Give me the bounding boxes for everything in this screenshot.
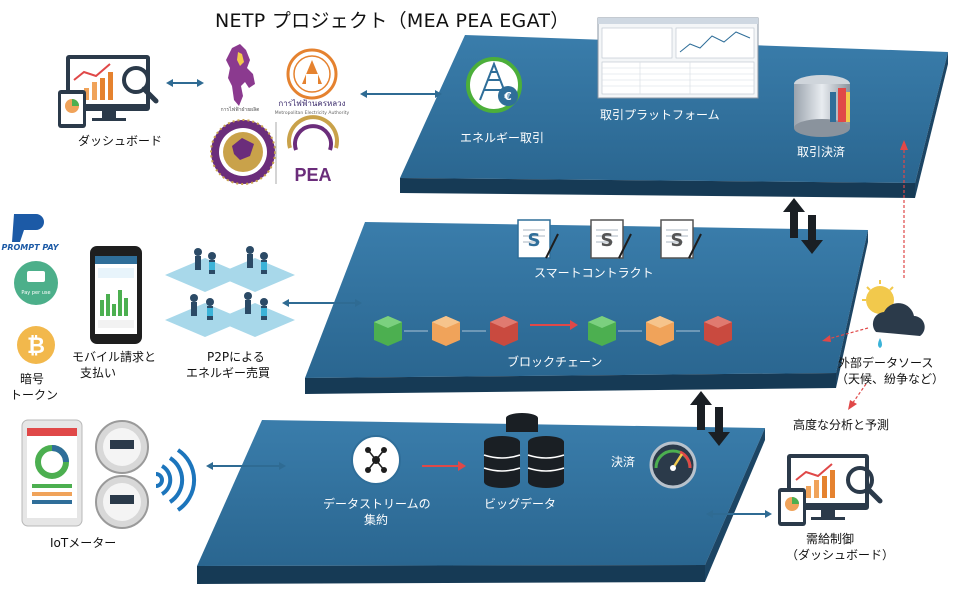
prompt-pay-text: PROMPT PAY [1,243,59,252]
platform-top [400,35,948,198]
dashboard-label: ダッシュボード [78,134,163,148]
mea-thai-text: การไฟฟ้านครหลวง [278,99,345,108]
vertical-arrow-top [783,198,823,254]
settlement-gauge-icon [649,441,697,489]
mea-logo: การไฟฟ้านครหลวง Metropolitan Electricity… [275,48,350,116]
mobile-phone-icon [90,246,142,344]
block-cube-1 [374,316,402,346]
data-stream-to-bigdata-arrow [422,461,466,471]
external-data-label-line1: 外部データソース [838,356,934,370]
blockchain-cubes [374,316,732,346]
supply-control-label-line1: 需給制御 [806,532,855,546]
data-stream-label-line1: データストリームの [323,497,431,511]
pay-per-use-icon: Pay per use [14,261,58,305]
bottom-to-supply-arrow [706,510,772,518]
trading-platform-label: 取引プラットフォーム [600,108,720,122]
blockchain-label: ブロックチェーン [507,355,603,369]
p2p-trading-icon [165,246,295,337]
smart-contract-label: スマートコントラクト [534,266,654,280]
smart-contract-icons: S S S [517,219,702,259]
weather-to-middle-arrow [822,327,869,342]
weather-to-top-arrow [900,140,908,278]
block-cube-5 [646,316,674,346]
supply-control-label-line2: （ダッシュボード） [786,548,895,562]
dashboard-arrow [166,79,204,87]
supply-dashboard-icon [778,454,883,526]
mobile-billing-label-line2: 支払い [80,366,117,380]
dashboard-monitor-icon [58,55,159,128]
prompt-pay-logo: PROMPT PAY [1,214,60,252]
bitcoin-icon: ₿ [17,326,55,364]
egat-seal-logo [210,119,276,185]
p2p-label-line2: エネルギー売買 [186,366,271,380]
analytics-label: 高度な分析と予測 [793,418,890,432]
svg-text:S: S [671,230,684,251]
energy-trading-icon: € [466,57,522,113]
smart-meter-1-icon [95,420,149,474]
mobile-billing-label-line1: モバイル請求と [72,350,157,364]
blockchain-red-arrow [530,320,578,330]
logos-to-top-arrow [360,90,442,98]
iot-phone-icon [21,419,83,527]
svg-text:€: € [503,90,512,103]
external-to-analytics-arrow [848,383,867,410]
svg-text:S: S [601,230,614,251]
big-data-label: ビッグデータ [484,497,557,511]
trading-platform-screenshot [597,17,759,99]
block-cube-4 [588,316,616,346]
svg-text:₿: ₿ [27,334,45,359]
settlement-top-label: 取引決済 [797,145,846,159]
smart-meter-2-icon [95,475,149,529]
p2p-label-line1: P2Pによる [207,350,265,364]
pea-logo-text: PEA [294,165,331,185]
crypto-token-label-line2: トークン [10,388,59,402]
vertical-arrow-bottom [690,391,730,446]
data-stream-label-line2: 集約 [364,513,389,527]
iot-meter-label: IoTメーター [50,536,117,550]
svg-text:การไฟฟ้าฝ่ายผลิต: การไฟฟ้าฝ่ายผลิต [221,106,260,113]
wireless-signal-icon [155,448,197,512]
energy-trading-label: エネルギー取引 [460,131,545,145]
settlement-label: 決済 [611,455,636,469]
platform-bottom [197,420,765,584]
iot-to-bottom-arrow [206,462,286,470]
block-cube-3 [490,316,518,346]
big-data-icon [483,413,565,488]
svg-text:S: S [528,230,541,251]
pay-per-use-text: Pay per use [21,290,50,296]
block-cube-2 [432,316,460,346]
mea-english-text: Metropolitan Electricity Authority [275,110,350,116]
external-data-label-line2: （天候、紛争など） [836,372,945,386]
settlement-database-icon [794,75,850,137]
block-cube-6 [704,316,732,346]
page-title: NETP プロジェクト（MEA PEA EGAT） [215,10,570,32]
thailand-map-logo: การไฟฟ้าฝ่ายผลิต [221,44,260,113]
p2p-to-middle-arrow [282,299,362,307]
pea-logo: PEA [287,115,339,185]
weather-icon [862,280,925,348]
crypto-token-label-line1: 暗号 [20,372,45,386]
data-stream-icon [351,435,401,485]
